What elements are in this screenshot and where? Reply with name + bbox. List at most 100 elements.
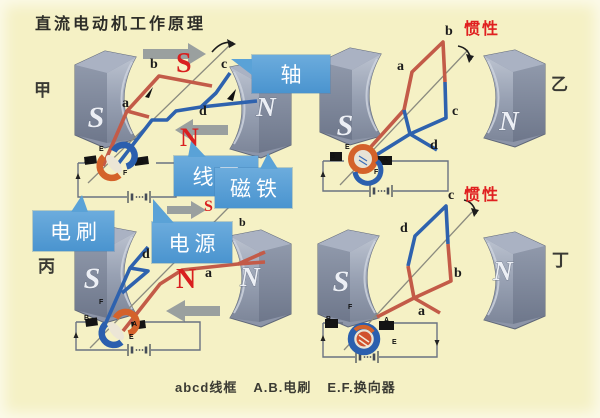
current-arrow xyxy=(320,335,326,341)
callout-brush-pointer xyxy=(71,195,88,212)
magnet-n xyxy=(229,229,292,328)
commutator-label-f: F xyxy=(99,299,104,306)
commutator xyxy=(348,144,384,186)
coil-label-a: a xyxy=(397,59,404,74)
current-arrow xyxy=(320,171,326,177)
pole-letter-s: S xyxy=(88,101,105,134)
field-arrow-left xyxy=(166,300,220,322)
commutator-label-e: E xyxy=(129,334,134,341)
pole-letter-s: S xyxy=(337,109,354,142)
callout-coil-pointer xyxy=(188,141,206,157)
commutator-label-f: F xyxy=(348,304,353,311)
commutator xyxy=(347,322,381,356)
callout-magnet: 磁铁 xyxy=(215,153,292,208)
figure-caption: abcd线框 A.B.电刷 E.F.换向器 xyxy=(175,377,396,396)
callout-brush: 电刷 xyxy=(33,195,114,251)
commutator-label-a: A xyxy=(383,156,389,163)
field-label-s: S xyxy=(204,198,213,215)
current-arrow xyxy=(227,89,236,101)
commutator-label-e: E xyxy=(392,339,397,346)
callout-power-label: 电源 xyxy=(168,231,221,256)
coil-label-c: c xyxy=(452,104,459,119)
callout-brush-label: 电刷 xyxy=(50,220,102,244)
inertia-label: 惯性 xyxy=(464,21,501,38)
rotation-arrowhead xyxy=(471,208,479,217)
battery-symbol xyxy=(126,189,152,205)
pole-letter-s: S xyxy=(84,262,101,295)
brush-b xyxy=(85,317,98,327)
callout-axle-label: 轴 xyxy=(280,63,307,87)
brush-b xyxy=(84,155,97,165)
coil-label-a: a xyxy=(418,304,425,319)
coil-label-d: d xyxy=(400,221,408,236)
coil-label-b: b xyxy=(239,215,246,229)
current-arrow xyxy=(145,87,153,98)
brush-a xyxy=(379,321,394,330)
commutator-label-f: F xyxy=(123,170,128,177)
pole-letter-n: N xyxy=(239,262,261,292)
field-label-s: S xyxy=(176,48,192,79)
pole-letter-n: N xyxy=(255,92,277,122)
commutator-label-a: A xyxy=(384,317,390,324)
coil-red-half xyxy=(101,74,213,167)
current-arrow xyxy=(434,340,440,346)
coil-label-d: d xyxy=(430,138,438,153)
coil-red-half xyxy=(376,243,453,319)
brush-a xyxy=(377,156,392,165)
commutator-label-a: A xyxy=(132,321,138,328)
coil-label-b: b xyxy=(445,24,453,39)
callout-power: 电源 xyxy=(152,199,232,263)
coil-blue-half xyxy=(102,245,150,328)
battery-symbol xyxy=(368,183,394,199)
panel-label-jia: 甲 xyxy=(34,81,51,100)
panel-label-bing: 丙 xyxy=(38,257,55,276)
callout-axle-pointer xyxy=(231,59,252,75)
coil-label-b: b xyxy=(150,57,158,72)
commutator xyxy=(98,308,140,349)
commutator-label-e: E xyxy=(345,144,350,151)
caption-coil: abcd线框 xyxy=(175,380,238,395)
coil-red-half xyxy=(366,40,447,152)
coil-blue-half xyxy=(372,81,448,159)
coil-label-b: b xyxy=(454,266,462,281)
panel-ding: S N xyxy=(317,199,546,365)
pole-letter-n: N xyxy=(498,106,520,136)
rotation-arrowhead xyxy=(466,54,474,63)
commutator xyxy=(96,141,138,182)
field-arrow-left xyxy=(175,119,228,141)
coil-blue-half xyxy=(406,204,450,267)
panel-yi: S N xyxy=(319,40,546,199)
field-label-n: N xyxy=(176,264,197,295)
rotation-arrowhead xyxy=(227,39,236,48)
commutator-label-b: B xyxy=(330,153,336,160)
caption-commutator: E.F.换向器 xyxy=(327,380,396,395)
pole-letter-n: N xyxy=(492,256,514,286)
commutator-label-b: B xyxy=(84,158,90,165)
figure-title: 直流电动机工作原理 xyxy=(35,16,207,33)
coil-blue-half xyxy=(116,71,258,166)
commutator-label-b: B xyxy=(84,315,90,322)
callout-power-pointer xyxy=(153,199,174,223)
brush-b xyxy=(330,152,342,161)
coil-label-d: d xyxy=(142,247,150,262)
current-arrow xyxy=(75,173,81,179)
coil-label-c: c xyxy=(221,57,228,72)
caption-brush: A.B.电刷 xyxy=(253,380,312,395)
commutator-label-a: A xyxy=(139,159,145,166)
commutator-label-e: E xyxy=(99,146,104,153)
current-arrow xyxy=(73,332,79,338)
battery-circuit xyxy=(322,160,449,192)
panel-label-ding: 丁 xyxy=(552,251,569,270)
battery-symbol xyxy=(126,342,152,358)
field-arrow-right xyxy=(167,201,206,219)
callout-magnet-label: 磁铁 xyxy=(230,177,282,201)
callout-magnet-pointer xyxy=(260,153,278,169)
panel-label-yi: 乙 xyxy=(551,75,568,94)
coil-label-a: a xyxy=(122,96,129,111)
field-arrow-right xyxy=(143,43,206,65)
coil-label-d: d xyxy=(199,104,207,119)
coil-label-a: a xyxy=(205,266,212,281)
brush-b xyxy=(325,319,338,328)
callout-axle: 轴 xyxy=(231,55,330,93)
